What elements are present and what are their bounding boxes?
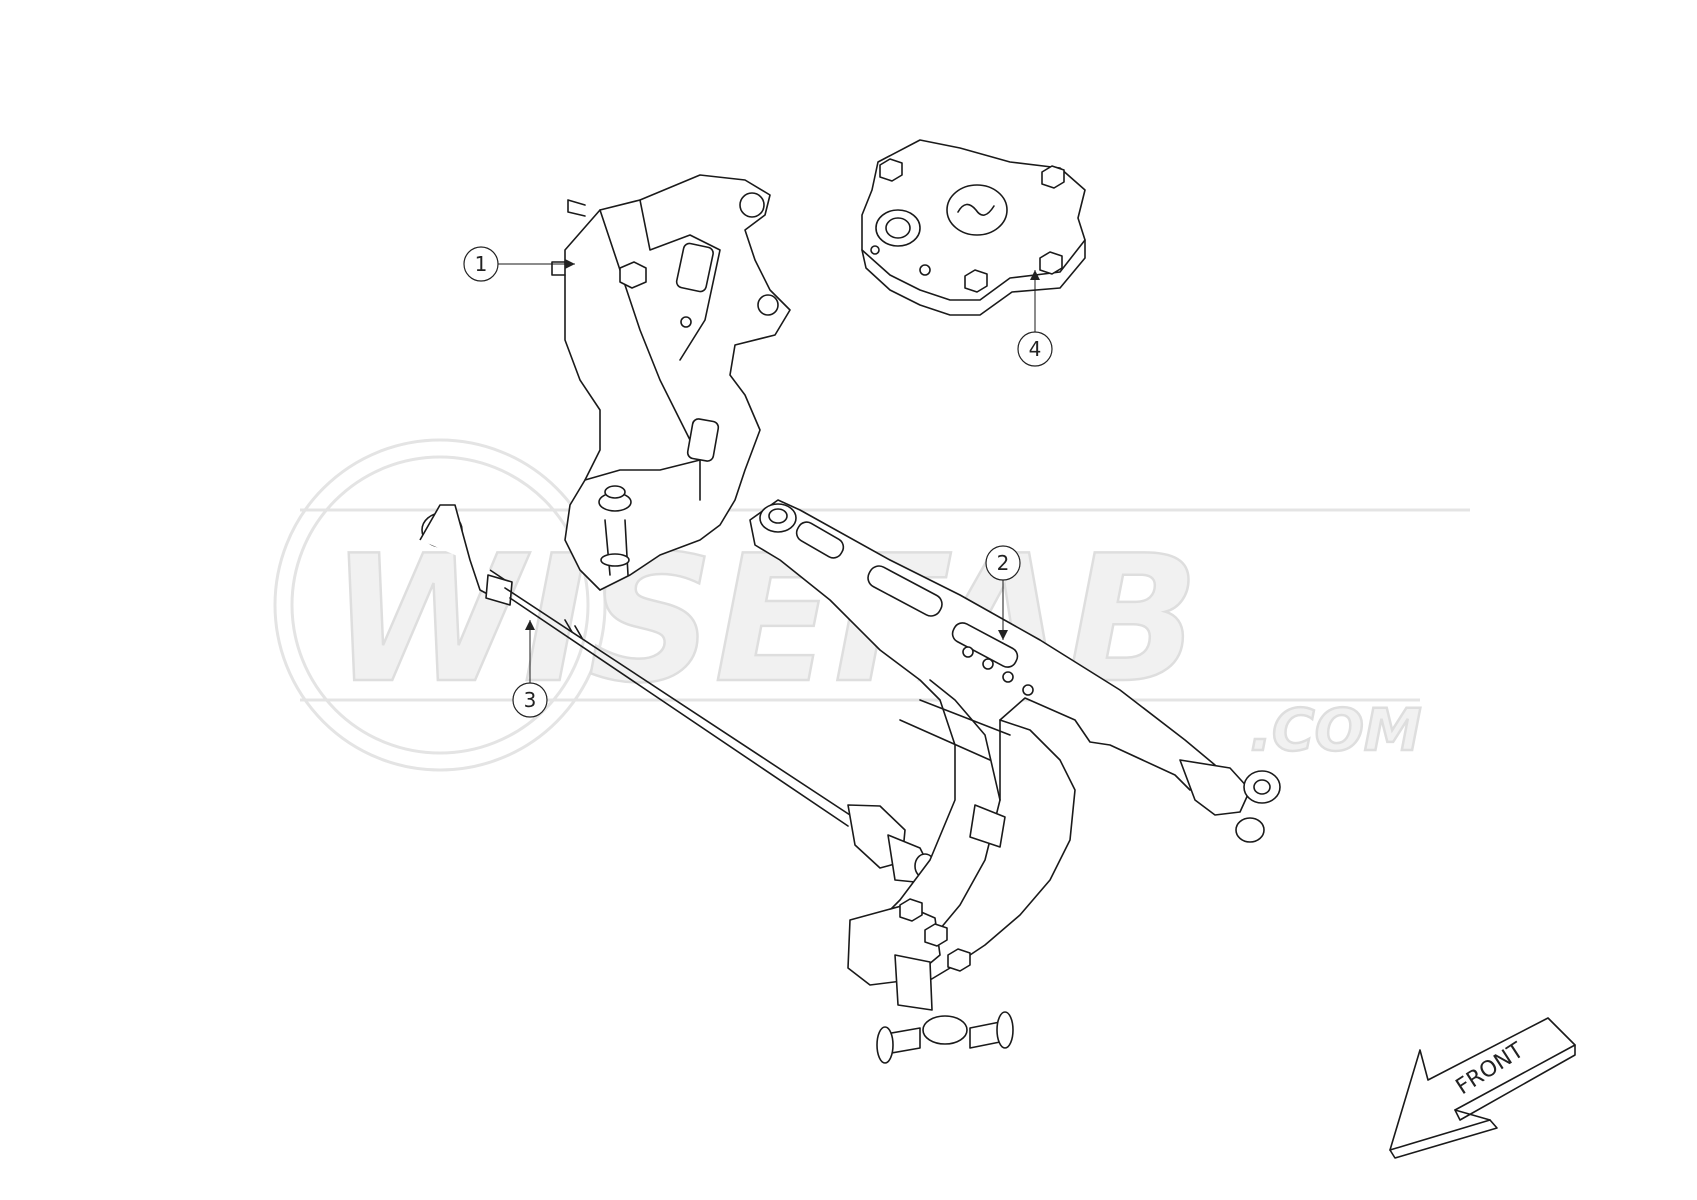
part-2-control-arm [749, 499, 1281, 1064]
control-arm-front-bore [768, 508, 788, 524]
callout-3: 3 [512, 620, 548, 718]
knuckle-edge-3 [584, 459, 701, 481]
knuckle-nut [619, 261, 647, 289]
ball-joint-bolt-1 [899, 898, 923, 922]
control-arm-slot-3 [951, 622, 1019, 668]
callout-2-number: 2 [997, 551, 1010, 575]
callout-3-number: 3 [524, 688, 537, 712]
wisefab-watermark: WISEFAB .COM [273, 438, 1470, 772]
knuckle-slot-upper [675, 242, 714, 293]
ball-joint-bolt-3 [947, 948, 971, 972]
callout-2-circle [985, 545, 1021, 581]
callout-1-circle [463, 246, 499, 282]
callout-1-number: 1 [475, 252, 488, 276]
ball-joint-spacer-left-face [876, 1026, 894, 1064]
knuckle-slot-lower [686, 418, 720, 462]
control-arm-rear-rod-end [1179, 759, 1251, 816]
tie-rod-jam-nut [485, 574, 513, 606]
watermark-brand-text: WISEFAB [330, 519, 1200, 722]
ball-joint-bolt-2 [924, 923, 948, 947]
front-arrow-thickness [1389, 1044, 1576, 1159]
knuckle-edge-2 [639, 199, 721, 361]
tie-rod-shaft-mark [564, 619, 583, 639]
knuckle-hole-small [680, 316, 692, 328]
control-arm-hole-1 [982, 658, 994, 670]
callout-1: 1 [463, 246, 575, 282]
plate-hole-2 [870, 245, 880, 255]
knuckle-washer [600, 553, 630, 567]
callout-4-number: 4 [1029, 337, 1042, 361]
callout-2-arrowhead [998, 630, 1008, 640]
knuckle-hole-top [739, 192, 765, 218]
control-arm-hole-4 [962, 646, 974, 658]
front-arrow-body [1389, 1017, 1576, 1151]
part-4-plate [861, 139, 1086, 316]
plate-hole-1 [919, 264, 931, 276]
control-arm-hole-3 [1022, 684, 1034, 696]
watermark-domain-text: .COM [1250, 696, 1422, 764]
control-arm-inner-edge [929, 679, 1001, 801]
knuckle-lower-stud [604, 485, 626, 499]
plate-bolt-1 [879, 158, 903, 182]
plate-thickness [861, 239, 1086, 316]
tie-rod-shaft [504, 587, 851, 827]
plate-logo-disc [946, 184, 1008, 236]
ball-joint-eye [922, 1015, 968, 1045]
plate-bolt-3 [1039, 251, 1063, 275]
ball-joint-housing [894, 954, 933, 1011]
watermark-stripes [300, 508, 1470, 702]
callout-3-circle [512, 682, 548, 718]
plate-logo-mark [957, 203, 995, 216]
callout-4-circle [1017, 331, 1053, 367]
front-direction-arrow: FRONT [1389, 1017, 1576, 1159]
control-arm-rear-bore [1253, 779, 1271, 795]
callout-4: 4 [1017, 270, 1053, 367]
callout-1-arrowhead [565, 259, 575, 269]
watermark-ring-outer [273, 438, 607, 772]
plate-bolt-2 [1041, 165, 1065, 189]
control-arm-slot-1 [795, 521, 845, 559]
plate-bolt-4 [964, 269, 988, 293]
control-arm-web-lines [899, 699, 1011, 761]
control-arm-hole-2 [1002, 671, 1014, 683]
control-arm-gusset [969, 804, 1006, 848]
control-arm-rear-spacer [1235, 817, 1265, 843]
watermark-ring-inner [290, 455, 590, 755]
plate-bore-inner [885, 217, 911, 239]
callout-3-arrowhead [525, 620, 535, 630]
knuckle-hole-right [757, 294, 779, 316]
callout-4-arrowhead [1030, 270, 1040, 280]
control-arm-slot-2 [867, 565, 943, 617]
knuckle-stud-2 [567, 199, 586, 217]
part-1-knuckle [551, 174, 791, 591]
ball-joint-spacer-right-face [996, 1011, 1014, 1049]
callout-2: 2 [985, 545, 1021, 640]
